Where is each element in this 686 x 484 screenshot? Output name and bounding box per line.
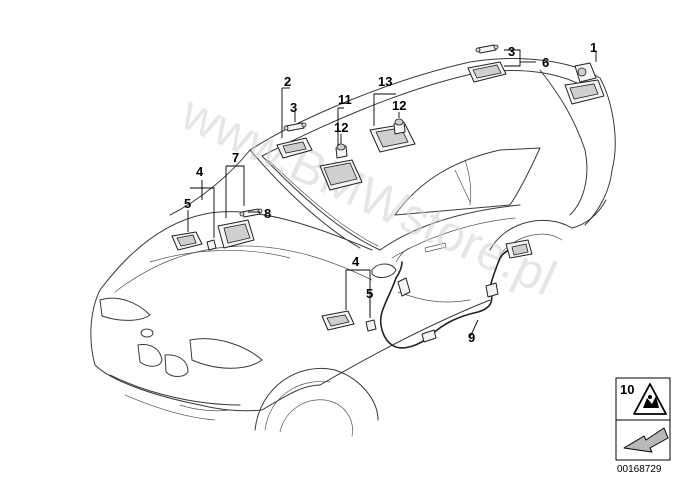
arrow-icon — [623, 427, 669, 453]
callout-7: 7 — [232, 150, 239, 165]
part-11-reading-light — [319, 159, 363, 191]
part-4-footwell-light-center — [321, 310, 355, 331]
part-12-bulb-left — [335, 143, 348, 159]
part-8-bulb — [239, 208, 263, 218]
warning-triangle-icon — [633, 383, 667, 415]
part-6-light-assembly — [467, 61, 507, 83]
part-12-bulb-right — [393, 118, 406, 135]
part-1-luggage-compartment-light — [564, 62, 605, 105]
callout-4-center: 4 — [352, 254, 360, 269]
part-13-interior-light — [369, 123, 416, 153]
part-9-wiring-harness — [379, 239, 533, 349]
part-3-bulb-top-right — [475, 44, 499, 54]
callout-5-left: 5 — [184, 196, 191, 211]
part-4-footwell-light-left — [171, 231, 203, 251]
callout-12-left: 12 — [334, 120, 348, 135]
symbol-box: 10 00168729 — [615, 377, 671, 475]
car-outline — [90, 58, 616, 437]
part-3-bulb-left — [283, 122, 307, 132]
callout-5-center: 5 — [366, 286, 373, 301]
part-5-bulb-left — [206, 239, 217, 251]
callout-10: 10 — [620, 382, 634, 397]
callout-4-left: 4 — [196, 164, 204, 179]
watermark-text: www.BMWstore.pl — [172, 84, 564, 307]
part-7-glovebox-light — [217, 219, 255, 249]
callout-6: 6 — [542, 55, 549, 70]
leader-lines — [187, 49, 597, 338]
callout-1: 1 — [590, 40, 597, 55]
callout-labels: 1 3 6 2 3 11 12 13 12 7 8 4 5 4 5 9 — [184, 40, 597, 345]
callout-2: 2 — [284, 74, 291, 89]
part-2-interior-light — [276, 137, 313, 159]
callout-13: 13 — [378, 74, 392, 89]
part-5-bulb-center — [365, 319, 377, 332]
callout-3-left: 3 — [290, 100, 297, 115]
callout-3-top-right: 3 — [508, 44, 515, 59]
callout-9: 9 — [468, 330, 475, 345]
callout-8: 8 — [264, 206, 271, 221]
reference-number: 00168729 — [617, 464, 662, 475]
callout-12-right: 12 — [392, 98, 406, 113]
callout-11: 11 — [338, 92, 352, 107]
